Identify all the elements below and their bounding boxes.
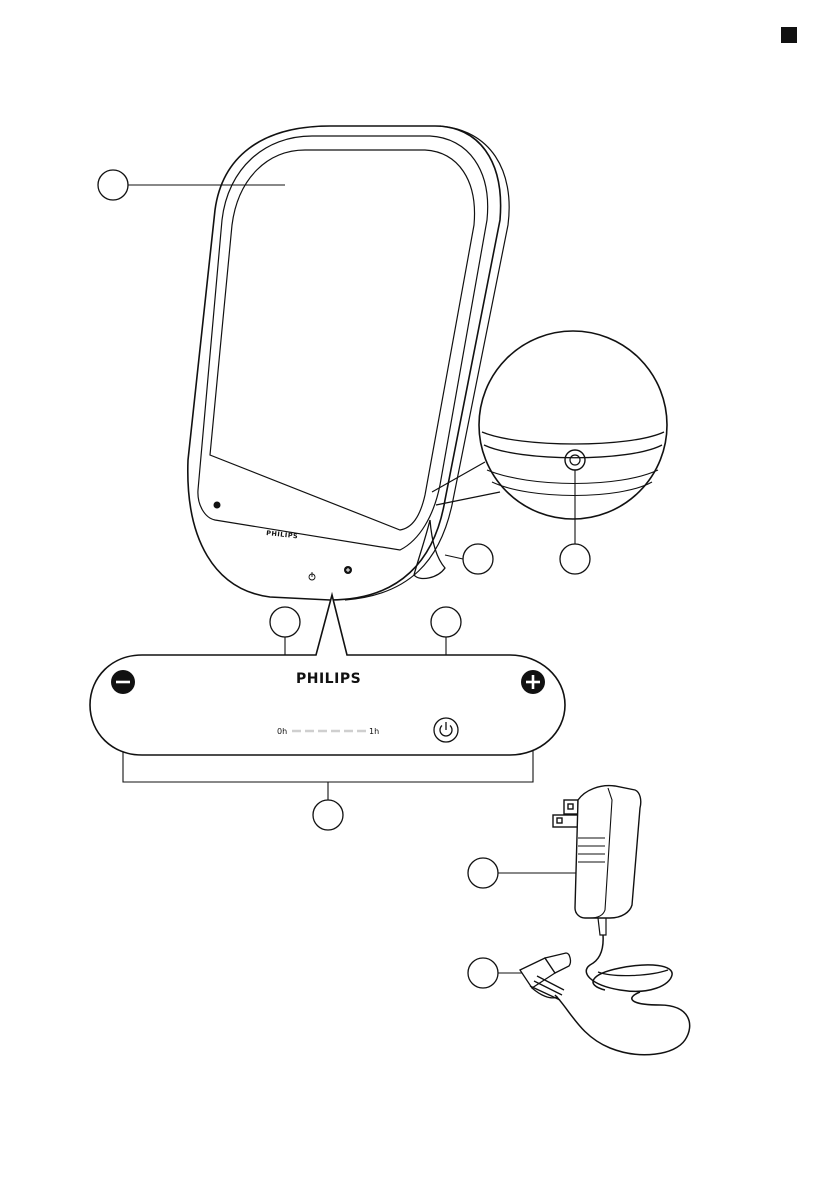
- device-outer-shell: [188, 126, 501, 600]
- adapter-cord: [586, 935, 672, 991]
- socket-detail: [432, 331, 667, 545]
- dc-socket-icon: [565, 450, 585, 470]
- dc-plug: [520, 953, 570, 1000]
- adapter-body: [575, 786, 641, 918]
- panel-brand: PHILIPS: [296, 671, 361, 687]
- callout-circle-power: [431, 607, 461, 637]
- callout-circle-stand: [463, 544, 493, 574]
- callout-circle-plug: [468, 958, 498, 988]
- device-frame: [198, 136, 488, 550]
- language-marker: [781, 27, 797, 43]
- light-device: [188, 126, 509, 600]
- control-panel: PHILIPS 0h 1h: [90, 595, 565, 755]
- callout-circle-socket: [560, 544, 590, 574]
- callout-circle-light-panel: [98, 170, 128, 200]
- power-adapter: [520, 786, 690, 1055]
- device-brand: PHILIPS: [266, 529, 299, 540]
- device-stand: [414, 520, 445, 579]
- callout-circle-intensity: [313, 800, 343, 830]
- callout-circle-adapter: [468, 858, 498, 888]
- timer-end-label: 1h: [369, 727, 379, 736]
- light-panel: [210, 150, 475, 530]
- callout-circle-timer: [270, 607, 300, 637]
- device-minus-dot: [214, 502, 221, 509]
- timer-start-label: 0h: [277, 727, 287, 736]
- socket-detail-circle: [479, 331, 667, 519]
